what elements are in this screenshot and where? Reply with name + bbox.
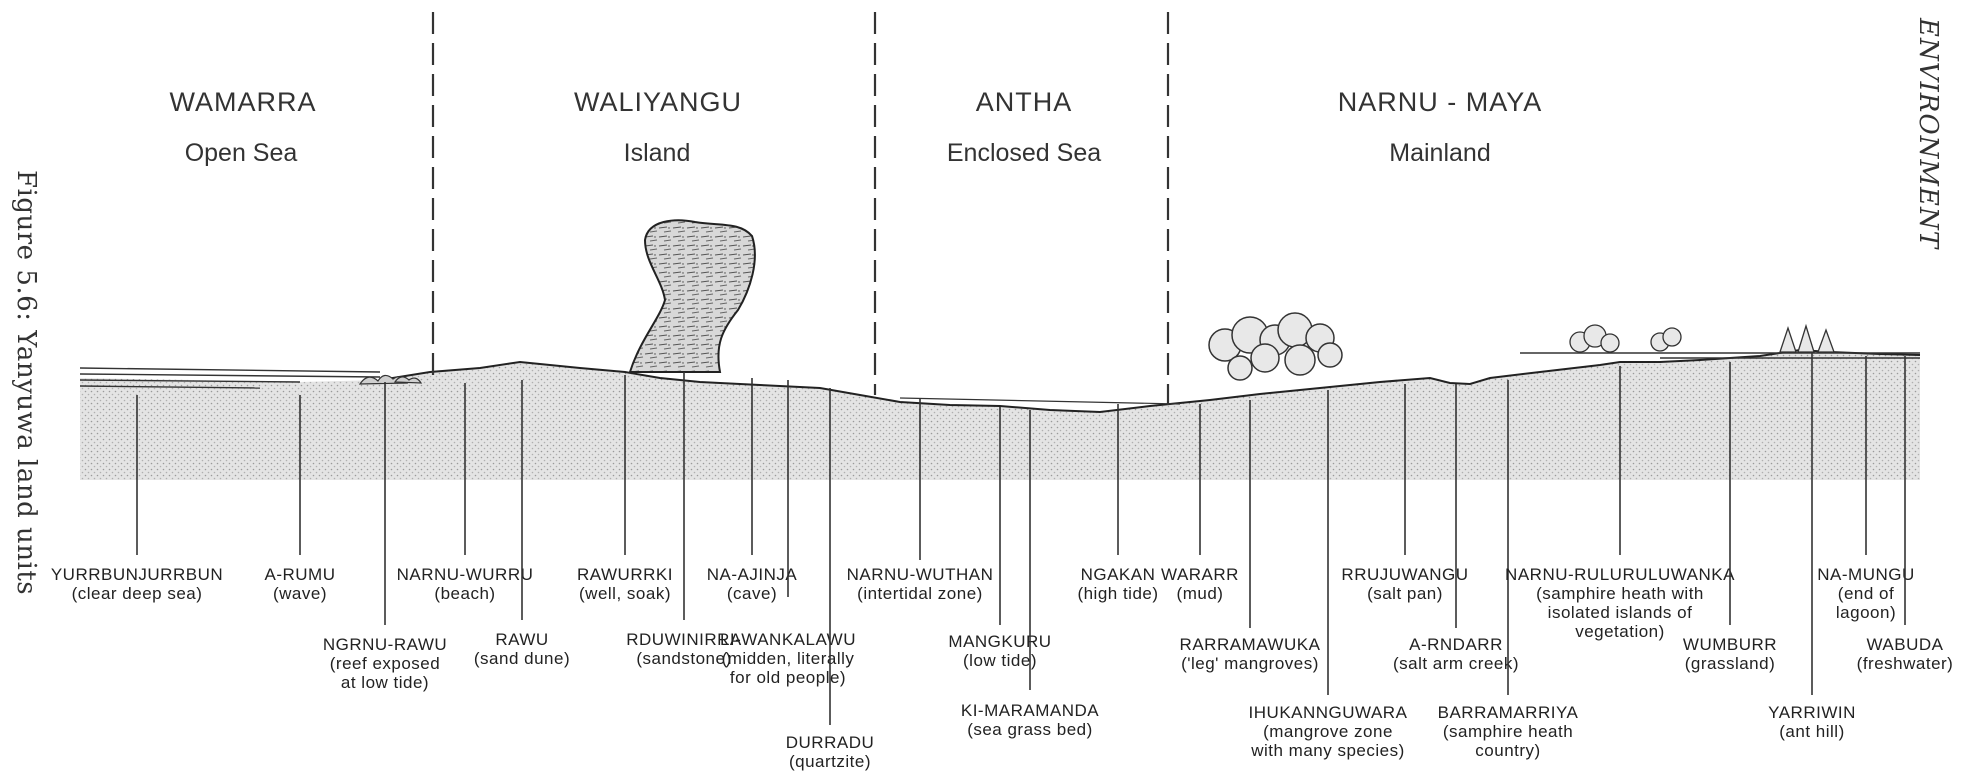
land-unit-line: A-RNDARR (1409, 635, 1503, 654)
land-unit-line: (samphire heath with (1536, 584, 1704, 603)
land-unit-line: (wave) (273, 584, 327, 603)
land-unit-line: YARRIWIN (1768, 703, 1856, 722)
land-unit-line: KI-MARAMANDA (961, 701, 1099, 720)
land-unit-line: isolated islands of (1548, 603, 1693, 622)
land-unit-line: DURRADU (786, 733, 875, 752)
land-unit-label-rarramawuka: RARRAMAWUKA('leg' mangroves) (1180, 635, 1321, 673)
land-unit-line: (salt pan) (1367, 584, 1443, 603)
land-unit-line: RAWU (495, 630, 548, 649)
land-unit-label-na-ajinja: NA-AJINJA(cave) (707, 565, 798, 603)
land-unit-label-rrujuwangu: RRUJUWANGU(salt pan) (1341, 565, 1468, 603)
land-unit-line: NA-MUNGU (1817, 565, 1915, 584)
land-unit-label-yarriwin: YARRIWIN(ant hill) (1768, 703, 1856, 741)
land-unit-line: (intertidal zone) (857, 584, 983, 603)
zone-subtitle-island: Island (624, 139, 691, 167)
island-vegetation (1570, 325, 1834, 352)
land-unit-line: LI-WANKALAWU (720, 630, 856, 649)
zone-titles: WAMARRA Open Sea WALIYANGU Island ANTHA … (170, 87, 1543, 167)
environment-side-title: ENVIRONMENT (1913, 17, 1943, 250)
zone-subtitle-open-sea: Open Sea (185, 139, 298, 167)
zone-subtitle-enclosed-sea: Enclosed Sea (947, 139, 1101, 167)
land-unit-line: lagoon) (1836, 603, 1896, 622)
land-unit-line: MANGKURU (948, 632, 1051, 651)
land-unit-line: WUMBURR (1683, 635, 1777, 654)
land-unit-line: IHUKANNGUWARA (1249, 703, 1408, 722)
land-unit-line: RAWURRKI (577, 565, 673, 584)
zone-title-waliyangu: WALIYANGU (574, 87, 742, 117)
land-unit-label-narnu-wurru: NARNU-WURRU(beach) (397, 565, 534, 603)
land-unit-line: (sand dune) (474, 649, 570, 668)
land-unit-line: ('leg' mangroves) (1181, 654, 1319, 673)
land-unit-line: (high tide) (1077, 584, 1158, 603)
land-unit-line: country) (1475, 741, 1540, 760)
land-unit-label-wararr: WARARR(mud) (1161, 565, 1239, 603)
land-unit-line: (salt arm creek) (1393, 654, 1519, 673)
land-unit-label-ki-maramanda: KI-MARAMANDA(sea grass bed) (961, 701, 1099, 739)
land-unit-label-ngakan: NGAKAN(high tide) (1077, 565, 1158, 603)
land-unit-line: (mud) (1177, 584, 1224, 603)
land-unit-line: NARNU-WUTHAN (847, 565, 994, 584)
land-unit-line: RRUJUWANGU (1341, 565, 1468, 584)
land-unit-line: for old people) (730, 668, 846, 687)
sandstone-pillar (630, 220, 755, 372)
enclosed-sea-water-line (900, 398, 1180, 404)
land-unit-line: (samphire heath (1443, 722, 1573, 741)
land-unit-label-rawurrki: RAWURRKI(well, soak) (577, 565, 673, 603)
land-unit-line: (clear deep sea) (72, 584, 203, 603)
zone-subtitle-mainland: Mainland (1389, 139, 1490, 167)
land-unit-line: BARRAMARRIYA (1438, 703, 1579, 722)
land-unit-line: (end of (1838, 584, 1894, 603)
land-unit-line: (quartzite) (789, 752, 871, 771)
zone-title-narnu-maya: NARNU - MAYA (1338, 87, 1543, 117)
land-unit-line: NARNU-RULURULUWANKA (1505, 565, 1735, 584)
land-unit-line: vegetation) (1575, 622, 1665, 641)
land-unit-line: (mangrove zone (1263, 722, 1393, 741)
zone-title-antha: ANTHA (976, 87, 1073, 117)
land-unit-label-ihukannguwara: IHUKANNGUWARA(mangrove zonewith many spe… (1249, 703, 1408, 760)
mangrove-trees (1209, 313, 1342, 380)
land-unit-label-narnu-wuthan: NARNU-WUTHAN(intertidal zone) (847, 565, 994, 603)
land-unit-line: A-RUMU (265, 565, 336, 584)
land-unit-line: NARNU-WURRU (397, 565, 534, 584)
zone-title-wamarra: WAMARRA (170, 87, 317, 117)
land-unit-label-mangkuru: MANGKURU(low tide) (948, 632, 1051, 670)
land-unit-label-wumburr: WUMBURR(grassland) (1683, 635, 1777, 673)
land-unit-line: NA-AJINJA (707, 565, 798, 584)
land-unit-line: with many species) (1250, 741, 1405, 760)
land-unit-line: NGAKAN (1081, 565, 1156, 584)
land-unit-line: (sandstone) (636, 649, 731, 668)
land-unit-label-a-rumu: A-RUMU(wave) (265, 565, 336, 603)
land-unit-label-yurrbunjurrbun: YURRBUNJURRBUN(clear deep sea) (51, 565, 223, 603)
land-unit-label-rawu: RAWU(sand dune) (474, 630, 570, 668)
land-unit-line: WABUDA (1867, 635, 1944, 654)
land-unit-line: RARRAMAWUKA (1180, 635, 1321, 654)
land-unit-line: NGRNU-RAWU (323, 635, 447, 654)
land-unit-line: at low tide) (341, 673, 429, 692)
land-unit-line: (well, soak) (579, 584, 671, 603)
land-unit-line: (sea grass bed) (967, 720, 1093, 739)
land-unit-line: (low tide) (963, 651, 1037, 670)
land-unit-label-a-rndarr: A-RNDARR(salt arm creek) (1393, 635, 1519, 673)
land-unit-line: (ant hill) (1779, 722, 1844, 741)
land-unit-line: (beach) (434, 584, 495, 603)
land-unit-label-durradu: DURRADU(quartzite) (786, 733, 875, 771)
figure-caption: Figure 5.6: Yanyuwa land units (11, 170, 41, 595)
land-unit-line: WARARR (1161, 565, 1239, 584)
land-unit-line: (reef exposed (330, 654, 440, 673)
land-unit-line: (midden, literally (722, 649, 855, 668)
land-unit-line: (cave) (727, 584, 777, 603)
land-unit-line: (freshwater) (1857, 654, 1954, 673)
land-unit-label-wabuda: WABUDA(freshwater) (1857, 635, 1954, 673)
land-unit-line: (grassland) (1685, 654, 1776, 673)
land-unit-line: YURRBUNJURRBUN (51, 565, 223, 584)
